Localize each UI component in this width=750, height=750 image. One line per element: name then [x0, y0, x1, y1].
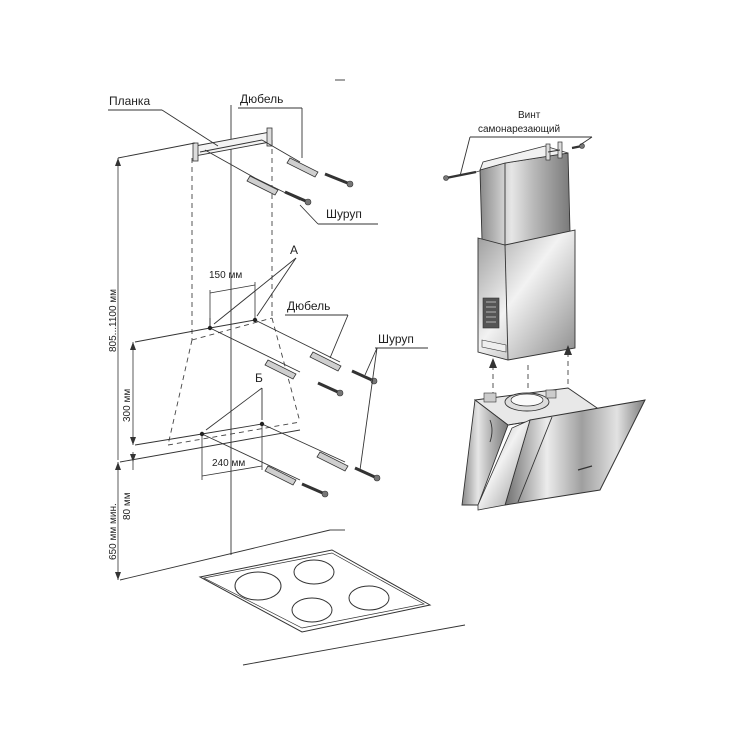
- label-shurup-mid: Шуруп: [359, 332, 428, 471]
- point-a-left: [207, 325, 213, 331]
- hood-outline-dashed: [167, 140, 301, 446]
- svg-text:150 мм: 150 мм: [209, 270, 242, 281]
- screw-low-2: [301, 482, 329, 498]
- svg-text:Дюбель: Дюбель: [240, 92, 283, 106]
- dim-150: 150 мм: [209, 270, 256, 326]
- svg-text:самонарезающий: самонарезающий: [478, 124, 560, 135]
- dim-650: 650 мм мин.: [108, 462, 121, 580]
- dowel-low-1: [316, 451, 349, 472]
- hood-body: [461, 387, 646, 506]
- mid-reference-lines: [134, 318, 341, 373]
- svg-text:Шуруп: Шуруп: [326, 207, 362, 221]
- screw-mid-2: [317, 381, 344, 397]
- dowel-low-2: [264, 465, 297, 486]
- dowel-mid-2: [264, 359, 297, 380]
- svg-text:Б: Б: [255, 371, 263, 385]
- top-reference-line: [117, 142, 196, 159]
- dim-240: 240 мм: [201, 426, 263, 480]
- assembly-arrows: [489, 345, 572, 395]
- label-point-a: А: [213, 243, 298, 325]
- chimney-bracket: [545, 141, 563, 161]
- svg-text:Шуруп: Шуруп: [378, 332, 414, 346]
- svg-text:240 мм: 240 мм: [212, 458, 245, 469]
- svg-text:80 мм: 80 мм: [122, 492, 133, 520]
- screw-top-2: [284, 190, 312, 206]
- screw-top-1: [324, 172, 354, 188]
- svg-text:Дюбель: Дюбель: [287, 299, 330, 313]
- cooktop: [198, 549, 432, 633]
- self-tapping-screw-left: [443, 169, 484, 181]
- label-point-b: Б: [205, 371, 263, 431]
- chimney-upper: [479, 145, 571, 249]
- self-tapping-screw-right: [571, 143, 585, 150]
- dim-300: 300 мм: [122, 342, 136, 445]
- svg-text:Планка: Планка: [109, 94, 150, 108]
- point-b-left: [199, 431, 205, 437]
- dowel-top-2: [246, 175, 279, 196]
- label-dubel-mid: Дюбель: [285, 299, 349, 359]
- point-b-right: [259, 421, 265, 427]
- label-planka: Планка: [108, 94, 219, 147]
- svg-text:300 мм: 300 мм: [122, 389, 133, 422]
- dowel-top-1: [286, 157, 319, 178]
- lower-reference-lines: [119, 423, 346, 481]
- screw-low-1: [354, 466, 381, 482]
- dowel-mid-1: [309, 351, 342, 372]
- hood-glass-panels: [477, 399, 646, 511]
- wall-lines: [119, 79, 466, 666]
- chimney-lower: [477, 229, 576, 361]
- svg-text:805...1100 мм: 805...1100 мм: [108, 289, 119, 352]
- svg-text:Винт: Винт: [518, 110, 541, 121]
- dim-80: 80 мм: [122, 452, 136, 520]
- svg-text:А: А: [290, 243, 298, 257]
- label-vint: Винт самонарезающий: [459, 110, 593, 177]
- svg-text:650 мм мин.: 650 мм мин.: [108, 503, 119, 560]
- label-shurup-top: Шуруп: [299, 204, 378, 225]
- label-dubel-top: Дюбель: [238, 92, 303, 158]
- dim-805-1100: 805...1100 мм: [108, 158, 121, 460]
- point-a-right: [252, 317, 258, 323]
- mounting-bracket: [192, 127, 273, 162]
